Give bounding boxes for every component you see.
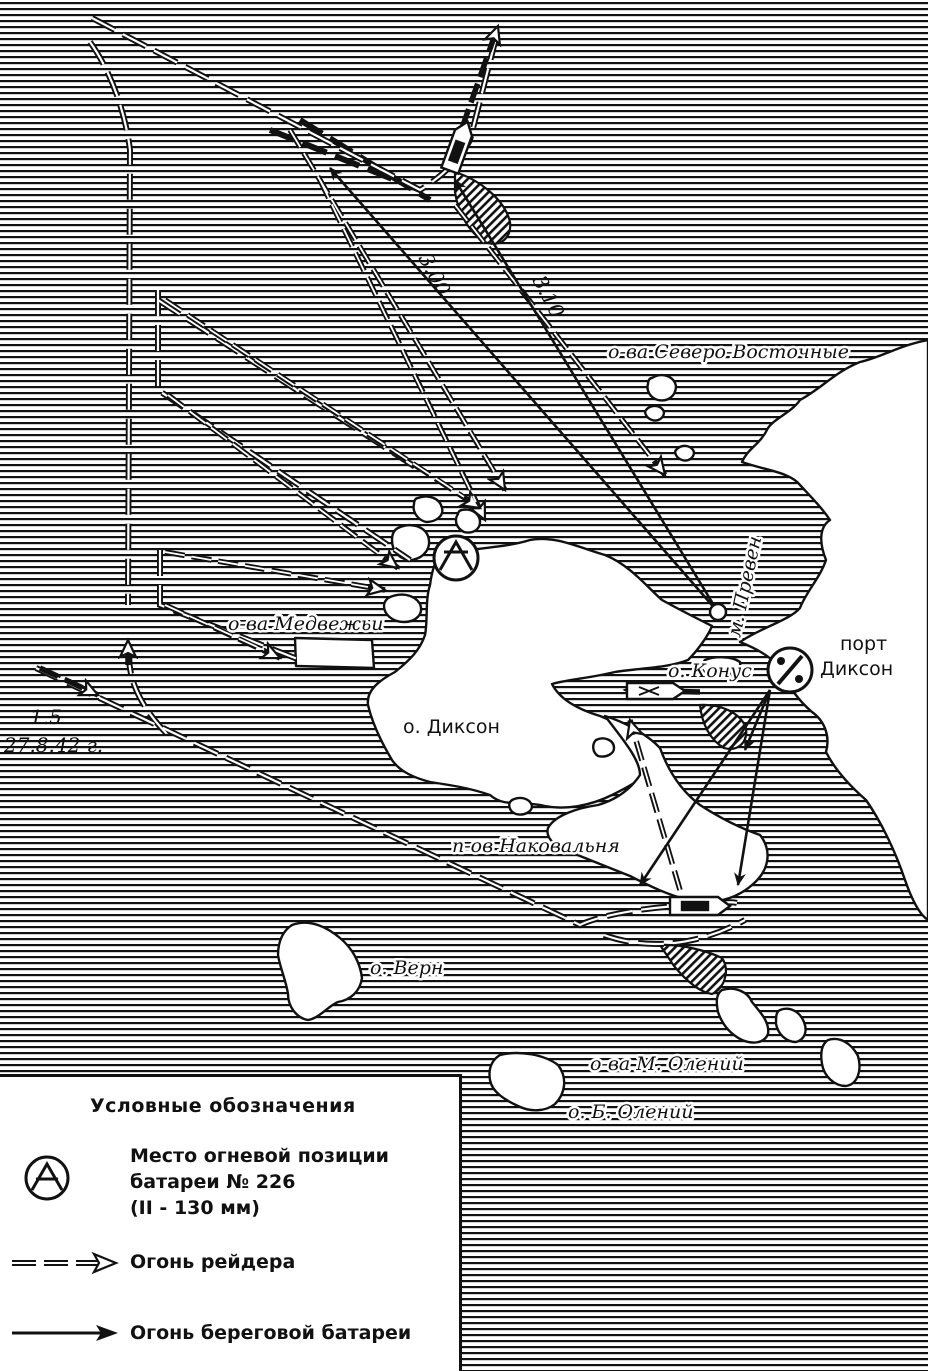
label-b-oleniy: о. Б. Олений <box>568 1101 693 1123</box>
legend-shore-battery-fire-arrow <box>12 1325 118 1341</box>
shore-battery-fire <box>329 167 772 886</box>
medvezhyi-island-4 <box>412 495 444 524</box>
label-port: порт <box>840 633 887 655</box>
hatched-zone-south <box>658 943 727 996</box>
raider-fire-arrow-8 <box>38 665 98 698</box>
shore-fire-arrow-4 <box>734 689 772 886</box>
shore-fire-arrow-3 <box>638 689 772 886</box>
raider-ship-icon <box>439 119 474 176</box>
raider-fire-core <box>164 129 681 891</box>
ships <box>439 119 732 917</box>
label-vern: о. Верн <box>370 957 443 979</box>
medvezhyi-island-2 <box>382 593 423 624</box>
ne-island-1 <box>646 374 678 402</box>
small-islet-1 <box>508 796 534 816</box>
konus-ship-icon <box>625 681 688 701</box>
raider-fire-arrow-north <box>459 26 498 129</box>
label-m-oleni: о-ва М. Олений <box>590 1053 744 1075</box>
shore-fire-arrow-1 <box>329 167 719 613</box>
label-date-time: 1.5 <box>30 705 62 729</box>
legend-battery-label: Место огневой позиции батареи № 226 (II … <box>130 1145 389 1219</box>
small-islet-2 <box>592 737 616 758</box>
label-medvezhyi: о-ва Медвежьи <box>228 613 384 635</box>
legend-raider-fire-arrow <box>12 1251 119 1275</box>
legend-raider-label: Огонь рейдера <box>130 1251 296 1273</box>
legend-battery-position-icon <box>24 1155 70 1201</box>
battery-position-icon <box>432 534 480 582</box>
dezhnev-ship-icon <box>668 895 732 917</box>
port-dikson-icon <box>766 646 814 694</box>
raider-track-north-inner <box>268 117 432 203</box>
label-port-dikson: Диксон <box>820 658 893 680</box>
hatched-zones <box>453 170 748 996</box>
label-konus: о. Конус <box>668 660 752 682</box>
konus-island <box>700 656 742 678</box>
m-oleni-island-2 <box>774 1007 807 1044</box>
m-oleni-island-3 <box>820 1037 861 1088</box>
ne-island-2 <box>644 404 666 422</box>
label-date: 27.8.42 г. <box>3 733 103 757</box>
medvezhyi-island-1 <box>293 636 376 670</box>
medvezhyi-island-5 <box>454 508 482 534</box>
label-ne-islands: о-ва Северо-Восточные <box>608 341 849 363</box>
vern-island <box>276 921 364 1022</box>
m-oleni-island-1 <box>715 987 770 1044</box>
legend-title: Условные обозначения <box>90 1095 356 1117</box>
shore-fire-arrow-2 <box>453 179 720 613</box>
ne-island-3 <box>674 444 696 462</box>
preven-battery-point <box>708 602 728 622</box>
hatched-zone-konus <box>698 703 748 750</box>
shore-fire-arrow-5 <box>743 689 772 751</box>
label-dikson-island: о. Диксон <box>403 716 500 738</box>
legend: Условные обозначения Место огневой позиц… <box>0 1074 462 1371</box>
b-oleniy-island <box>488 1051 566 1112</box>
mainland <box>738 338 928 922</box>
label-nakovalnya: п-ов Наковальня <box>452 835 620 857</box>
legend-shore-label: Огонь береговой батареи <box>130 1322 412 1344</box>
